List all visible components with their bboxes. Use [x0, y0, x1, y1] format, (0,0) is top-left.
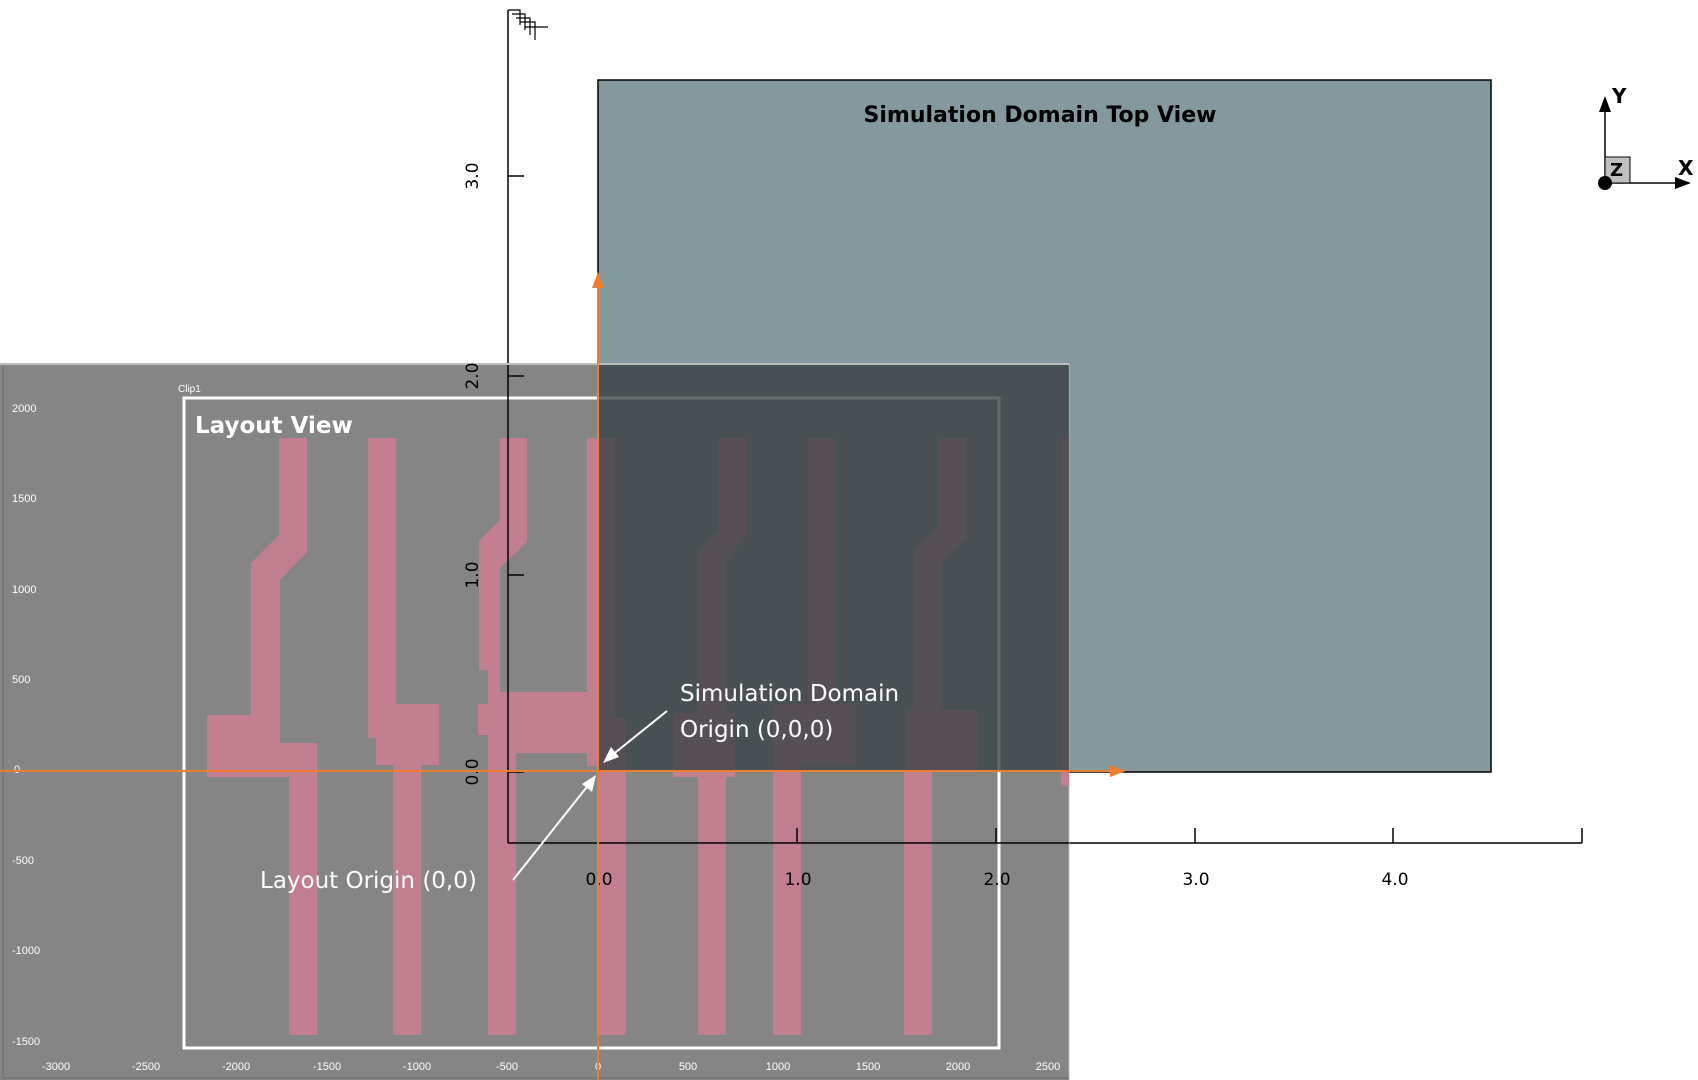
layout-view-title: Layout View [195, 413, 353, 439]
layout-shape [368, 438, 439, 1035]
layout-y-tick-label: -1500 [12, 1036, 40, 1048]
simulation-domain-title: Simulation Domain Top View [864, 103, 1217, 128]
layout-y-tick-label: 1000 [12, 584, 36, 596]
sim-y-tick-label: 3.0 [463, 162, 483, 189]
sim-x-tick-label: 3.0 [1182, 870, 1209, 890]
layout-origin-arrow-icon [582, 775, 596, 792]
origin-y-arrow-icon [592, 272, 604, 288]
overlap-region [598, 365, 1069, 772]
layout-x-tick-label: 1500 [856, 1061, 880, 1073]
layout-x-tick-label: -2500 [132, 1061, 160, 1073]
layout-shape [207, 438, 317, 1035]
layout-x-tick-label: -1500 [313, 1061, 341, 1073]
sim-origin-label-line2: Origin (0,0,0) [680, 717, 833, 743]
layout-x-tick-label: -3000 [42, 1061, 70, 1073]
layout-x-tick-label: 1000 [766, 1061, 790, 1073]
layout-y-tick-label: -1000 [12, 945, 40, 957]
layout-shape [478, 438, 598, 1035]
layout-origin-label: Layout Origin (0,0) [260, 868, 477, 894]
layout-x-tick-label: -500 [496, 1061, 518, 1073]
sim-x-tick-label: 1.0 [784, 870, 811, 890]
layout-x-ticks: -3000 -2500 -2000 -1500 -1000 -500 0 500… [42, 1061, 1060, 1073]
sim-origin-pointer [610, 710, 668, 757]
layout-x-tick-label: 2500 [1036, 1061, 1060, 1073]
sim-origin-label-line1: Simulation Domain [680, 681, 899, 707]
layout-x-tick-label: 500 [679, 1061, 697, 1073]
triad-y-label: Y [1611, 84, 1627, 108]
origin-axes [0, 272, 1126, 1080]
triad-z-label: Z [1610, 160, 1623, 181]
triad-x-label: X [1678, 156, 1694, 180]
sim-x-tick-label: 2.0 [983, 870, 1010, 890]
layout-origin-pointer [512, 782, 591, 881]
layout-x-tick-label: 2000 [946, 1061, 970, 1073]
sim-origin-arrow-icon [603, 747, 619, 763]
layout-y-tick-label: 2000 [12, 403, 36, 415]
origin-x-arrow-icon [1110, 765, 1126, 777]
layout-y-tick-label: 1500 [12, 493, 36, 505]
annotations: Simulation Domain Origin (0,0,0) Layout … [260, 681, 899, 894]
y-axis-marker-icon [508, 9, 548, 40]
sim-axes-overlay [507, 365, 1069, 844]
axis-triad-icon: Y X Z [1598, 84, 1694, 190]
sim-y-tick-label: 2.0 [463, 362, 483, 389]
layout-x-tick-label: -2000 [222, 1061, 250, 1073]
sim-y-tick-label: 1.0 [463, 561, 483, 588]
sim-x-tick-label: 4.0 [1381, 870, 1408, 890]
layout-x-tick-label: -1000 [403, 1061, 431, 1073]
layout-y-tick-label: 500 [12, 674, 30, 686]
clip-label: Clip1 [178, 384, 201, 395]
layout-y-tick-label: -500 [12, 855, 34, 867]
